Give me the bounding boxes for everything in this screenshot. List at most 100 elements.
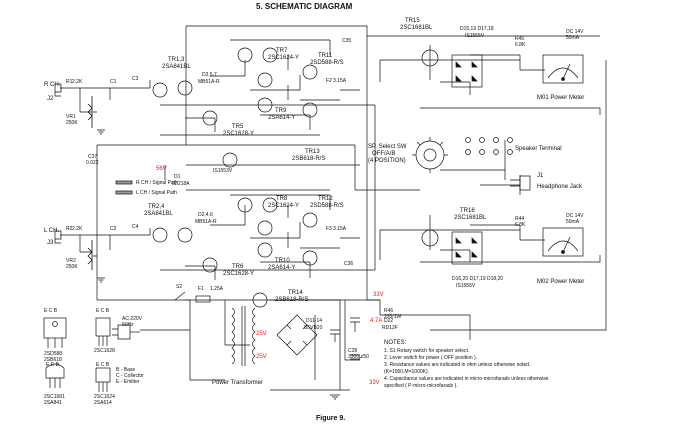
tr10-part: 2SA614-Y [268,265,295,271]
c1-label: C1 [110,79,117,85]
meter-circuits [379,45,545,262]
c28-label: C28 [348,348,357,354]
vr1-label: VR1 [66,114,76,120]
l-jack-label: J3 [47,240,54,246]
ac-in-label: AC 220V [122,316,143,322]
pinout-2-ecb: E C B [96,308,110,314]
tr11-part: 2SD588-R/S [310,60,344,66]
tr1-3-label: TR1,3 [168,57,185,63]
headphone-jack-label: Headphone Jack [537,184,583,190]
pinout-3-ecb: E C B [46,362,60,368]
r-signal-swatch [115,180,133,185]
c37-value: 0.022 [86,160,99,166]
f2-value: 3.15A [333,78,347,84]
tr5-label: TR5 [232,124,244,130]
rectifier-bridge [276,314,318,356]
ground-symbols [97,129,340,400]
volt-56v: 56V [156,166,167,172]
note-4b: specified ( P-micro-microfarads ). [384,383,458,389]
r46-value: 220/1W [384,314,402,320]
c4-label: C4 [132,224,139,230]
power-transformer-label: Power Transformer [212,380,263,386]
d3-5-7-part: MB51A-R [198,79,220,85]
power-supply-wiring [140,299,360,391]
r-jack-label: J2 [47,96,54,102]
m02-spec: DC 14V [566,213,584,219]
d2-4-6-part: MB51A-R [195,219,217,225]
tr1-3-part: 2SA841BL [162,64,191,70]
m01-label: M01 Power Meter [537,95,584,101]
speaker-switch-area [354,140,521,195]
ac-plug [112,324,140,340]
r1-value: 2.2K [72,79,83,85]
d3-5-7-label: D3,5,7 [202,72,217,78]
tr15-symbol [421,49,439,67]
d11-14-label: D11-14 [306,318,322,324]
r1-label: R1 [66,79,73,85]
m01-spec: DC 14V [566,29,584,35]
figure-caption: Figure 9. [316,415,345,422]
power-rails [96,25,607,340]
pinout-1-part2: 2SB618 [44,357,62,363]
pinout-2sc1681 [45,363,65,388]
notes-heading: NOTES: [384,340,407,346]
tr7-label: TR7 [276,48,288,54]
legend-collector: C - Collector [116,373,144,379]
tr15-label: TR15 [405,18,420,24]
speaker-terminals [465,137,513,155]
legend-emitter: E - Emitter [116,379,140,385]
meter-bridge-top [451,54,483,88]
tr2-4-part: 2SA841BL [144,211,173,217]
s2-label: S2 [176,284,182,290]
r-channel-path [60,39,360,132]
d22-part: RD12F [382,325,398,331]
tr2-4-label: TR2,4 [148,204,165,210]
pinout-2sd588 [43,317,67,348]
vr2-value: 250K [66,264,78,270]
power-switch-s2 [174,291,190,301]
sp-select-pos2: (4 POSITION) [368,158,406,164]
tr12-label: TR12 [318,196,333,202]
d8-part: IS1553V [213,168,233,174]
tr7-part: 2SC1624-Y [268,55,299,61]
f3-value: 3.15A [333,226,347,232]
legend-base: B - Base [116,367,135,373]
ac-in-label2: 50Hz [122,322,134,328]
transistors-top [152,47,318,168]
tr8-part: 2SC1624-Y [268,203,299,209]
vr2-pot [87,240,97,270]
volt-25v-2: 25V [256,354,267,360]
d22-label: D22 [384,318,393,324]
tr14-label: TR14 [288,290,303,296]
m02-label: M02 Power Meter [537,279,584,285]
m01-spec2: 50mA [566,35,580,41]
r-signal-label: R CH / Signal Path [136,180,178,186]
volt-33v-bottom: 33V [369,380,380,386]
r-channel-label: R CH. [44,82,61,88]
r2-value: 2.2K [72,226,83,232]
page-title: 5. SCHEMATIC DIAGRAM [256,2,353,11]
r44-value: 6.8K [515,222,526,228]
fuse-f1 [195,295,211,303]
f2-label: F2 [326,78,332,84]
d15-19-label: D15,19 D17,18 [460,26,494,32]
c36-label: C36 [344,261,353,267]
vr2-label: VR2 [66,258,76,264]
pinout-1-ecb: E C B [44,308,58,314]
meter-bridge-bottom [451,231,483,265]
tr5-part: 2SC1628-Y [223,131,254,137]
r-input-jack [54,83,62,97]
d15-19-part: IS1555V [465,33,485,39]
pinout-4-part2: 2SA614 [94,400,112,406]
vr1-pot [87,96,97,128]
d1-label: D1 [174,174,181,180]
r44-label: R44 [515,216,524,222]
pinout-2sc1624 [95,367,111,392]
m02-spec2: 50mA [566,219,580,225]
pinout-4-ecb: E C B [96,362,110,368]
tr13-part: 2SB618-R/S [292,156,325,162]
sp-select-label: SP. Select SW [368,144,407,150]
d2-4-6-label: D2,4,6 [198,212,213,218]
tr6-label: TR6 [232,264,244,270]
d16-20-part: IS1555V [456,283,476,289]
